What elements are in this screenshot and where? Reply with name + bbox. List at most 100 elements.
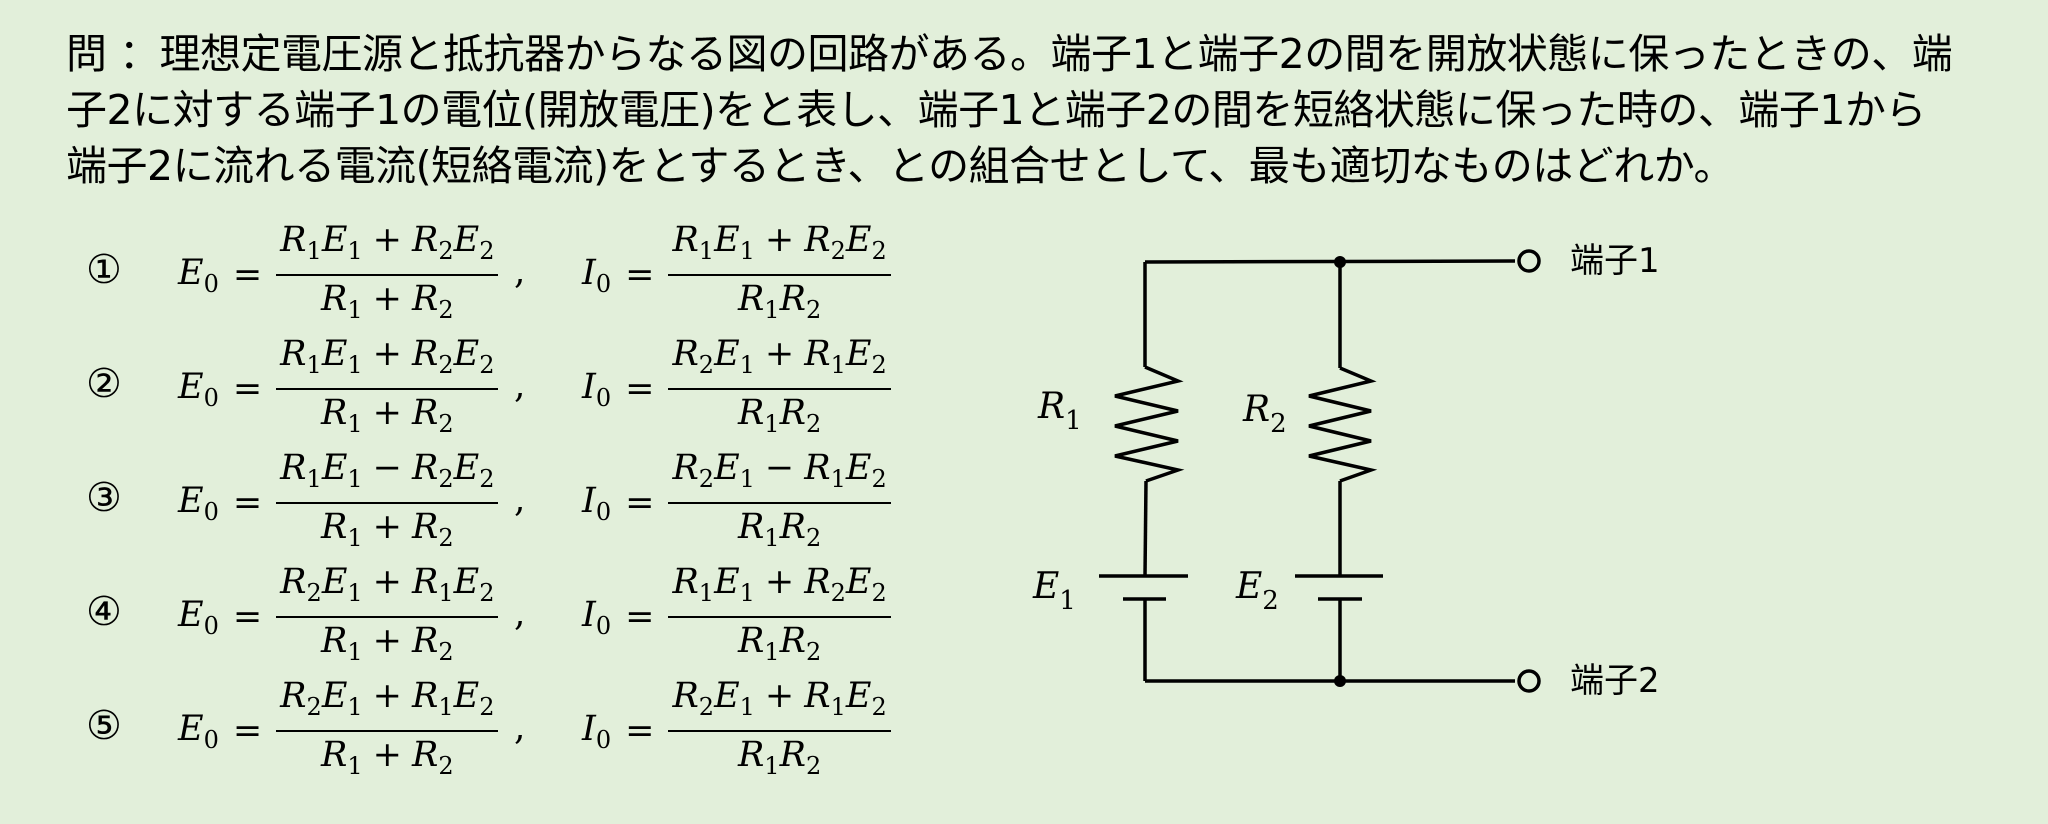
expr-token: R	[411, 562, 439, 602]
expr-token: E	[714, 676, 740, 716]
option-number: ③	[86, 475, 122, 521]
expr-token: E	[321, 220, 348, 260]
expr-token: 2	[438, 351, 454, 379]
expr-token: 2	[871, 579, 887, 607]
expr-token: R	[737, 735, 765, 775]
option-number: ①	[86, 247, 122, 293]
expr-token: 2	[479, 465, 495, 493]
expr-token: 2	[830, 237, 846, 265]
expr-token: R	[737, 621, 765, 661]
e0-sub: 0	[203, 611, 219, 640]
equals-sign: =	[232, 369, 263, 409]
question-line-2: 子2に対する端子1の電位(開放電圧)をと表し、端子1と端子2の間を短絡状態に保っ…	[66, 86, 1926, 134]
expr-token: R	[672, 220, 699, 260]
expr-token: +	[764, 220, 795, 260]
expr-token: 1	[347, 410, 363, 438]
expr-token: E	[845, 334, 872, 374]
separator-comma: ,	[514, 251, 526, 292]
expr-token: E	[714, 448, 740, 488]
fraction-bar	[668, 730, 891, 732]
junction-bottom	[1334, 675, 1346, 687]
expr-token: 2	[438, 752, 454, 780]
expr-token: 2	[438, 465, 454, 493]
expr-token: +	[764, 334, 795, 374]
expr-token: 1	[438, 579, 454, 607]
e0-symbol: E0	[178, 481, 219, 526]
e0-base: E	[178, 252, 204, 293]
e0-sub: 0	[203, 383, 219, 412]
expr-token: 2	[479, 351, 495, 379]
expr-token: E	[845, 220, 872, 260]
expr-token: R	[779, 279, 806, 319]
expr-token: R	[280, 676, 307, 716]
e0-base: E	[178, 594, 204, 635]
e0-symbol: E0	[178, 595, 219, 640]
expr-token: R	[737, 279, 765, 319]
equals-sign: =	[232, 597, 263, 637]
expr-token: 2	[698, 693, 715, 721]
denominator: R1R2	[734, 618, 825, 675]
expr-token: R	[321, 507, 348, 547]
i0-base: I	[582, 480, 596, 521]
terminal-2-node	[1517, 669, 1541, 693]
expr-token: 1	[764, 638, 780, 666]
expr-token: 2	[871, 351, 887, 379]
e0-base: E	[178, 366, 204, 407]
expr-token: +	[764, 562, 795, 602]
expr-token: 1	[698, 237, 715, 265]
expr-token: 2	[438, 296, 454, 324]
expr-token: R	[280, 334, 307, 374]
expr-token: 1	[739, 465, 755, 493]
separator-comma: ,	[514, 479, 526, 520]
e0-symbol: E0	[178, 367, 219, 412]
expr-token: +	[372, 334, 402, 374]
expr-token: R	[779, 621, 806, 661]
expr-token: E	[845, 676, 872, 716]
equals-sign: =	[625, 597, 655, 637]
fraction-bar	[276, 274, 499, 276]
i0-base: I	[582, 252, 596, 293]
expr-token: −	[764, 448, 795, 488]
expr-token: 1	[739, 579, 755, 607]
expr-token: 1	[739, 237, 755, 265]
expr-token: 2	[438, 237, 454, 265]
expr-token: R	[672, 448, 699, 488]
expr-token: 2	[479, 237, 495, 265]
terminal-2-label: 端子2	[1570, 661, 1660, 701]
top-wire	[1144, 259, 1516, 264]
expr-token: 2	[438, 410, 454, 438]
e0-symbol: E0	[178, 709, 219, 754]
question-line-1: 問 ：理想定電圧源と抵抗器からなる図の回路がある。端子1と端子2の間を開放状態に…	[66, 30, 1953, 78]
expr-token: R	[672, 334, 699, 374]
expr-token: 1	[347, 579, 363, 607]
expr-token: E	[453, 334, 480, 374]
expr-token: 1	[438, 693, 454, 721]
expr-token: 1	[830, 693, 846, 721]
resistor-r1	[1114, 365, 1185, 483]
expr-token: +	[372, 562, 402, 602]
expr-token: E	[714, 334, 740, 374]
fraction-bar	[668, 274, 891, 276]
expr-token: R	[737, 393, 765, 433]
expr-token: E	[321, 676, 348, 716]
expr-token: R	[321, 621, 348, 661]
expr-token: 2	[805, 638, 822, 666]
